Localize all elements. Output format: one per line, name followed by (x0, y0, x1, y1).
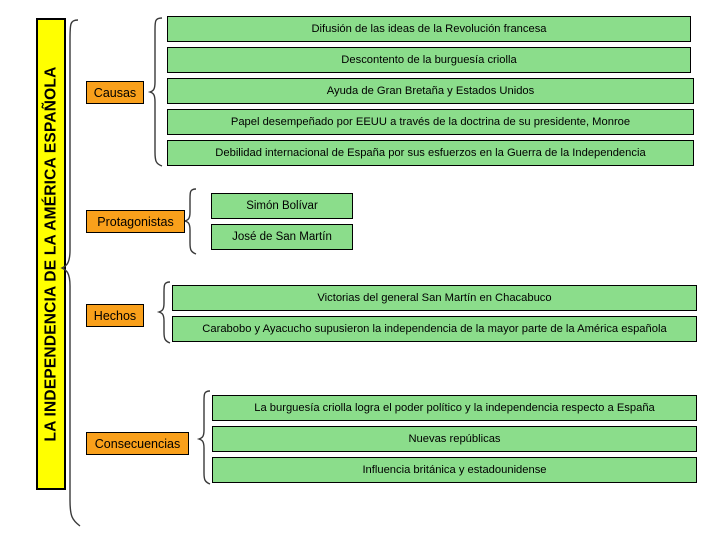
item-box[interactable]: Nuevas repúblicas (212, 426, 697, 452)
category-label-causas-text: Causas (93, 85, 137, 100)
diagram-title-label: LA INDEPENDENCIA DE LA AMÉRICA ESPAÑOLA (42, 66, 59, 442)
item-text: José de San Martín (232, 231, 332, 243)
category-label-hechos-text: Hechos (93, 308, 137, 323)
item-text: Simón Bolívar (246, 200, 318, 212)
item-text: Influencia británica y estadounidense (362, 464, 547, 476)
item-text: Victorias del general San Martín en Chac… (317, 292, 552, 304)
item-box[interactable]: Debilidad internacional de España por su… (167, 140, 694, 166)
item-box[interactable]: Carabobo y Ayacucho supusieron la indepe… (172, 316, 697, 342)
item-box[interactable]: Difusión de las ideas de la Revolución f… (167, 16, 691, 42)
brace-consecuencias (196, 390, 211, 485)
item-text: Descontento de la burguesía criolla (341, 54, 517, 66)
item-text: Nuevas repúblicas (408, 433, 501, 445)
brace-hechos (156, 281, 171, 344)
category-label-consecuencias-text: Consecuencias (94, 436, 181, 451)
item-text: Difusión de las ideas de la Revolución f… (311, 23, 547, 35)
item-box[interactable]: Descontento de la burguesía criolla (167, 47, 691, 73)
category-label-causas[interactable]: Causas (86, 81, 144, 104)
item-box[interactable]: Papel desempeñado por EEUU a través de l… (167, 109, 694, 135)
category-label-protagonistas[interactable]: Protagonistas (86, 210, 185, 233)
category-label-hechos[interactable]: Hechos (86, 304, 144, 327)
item-box[interactable]: Ayuda de Gran Bretaña y Estados Unidos (167, 78, 694, 104)
diagram-title: LA INDEPENDENCIA DE LA AMÉRICA ESPAÑOLA (36, 18, 66, 490)
item-box[interactable]: José de San Martín (211, 224, 353, 250)
item-box[interactable]: Influencia británica y estadounidense (212, 457, 697, 483)
item-box[interactable]: Simón Bolívar (211, 193, 353, 219)
brace-protagonistas (182, 188, 197, 255)
item-text: Papel desempeñado por EEUU a través de l… (230, 116, 631, 128)
item-box[interactable]: La burguesía criolla logra el poder polí… (212, 395, 697, 421)
item-text: La burguesía criolla logra el poder polí… (254, 402, 655, 414)
item-text: Ayuda de Gran Bretaña y Estados Unidos (326, 85, 535, 97)
category-label-consecuencias[interactable]: Consecuencias (86, 432, 189, 455)
brace-causas (147, 17, 163, 167)
category-label-protagonistas-text: Protagonistas (97, 214, 174, 229)
item-text: Debilidad internacional de España por su… (215, 147, 646, 159)
item-box[interactable]: Victorias del general San Martín en Chac… (172, 285, 697, 311)
item-text: Carabobo y Ayacucho supusieron la indepe… (202, 323, 667, 335)
